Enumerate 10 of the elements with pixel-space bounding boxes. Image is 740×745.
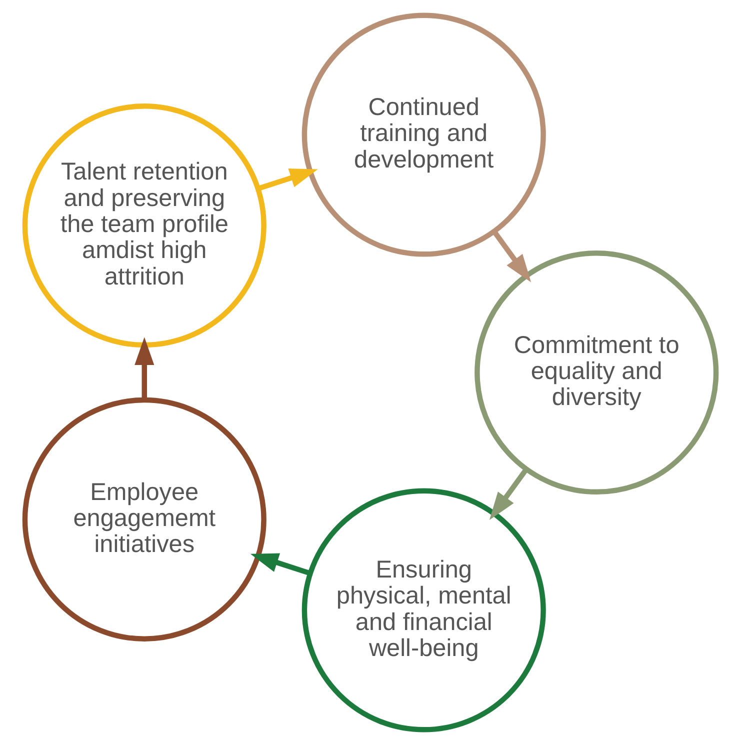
arrow bbox=[488, 468, 528, 520]
node-circle: Employee engagememt initiatives bbox=[22, 397, 266, 642]
node-circle: Talent retention and preserving the team profile amdist high attrition bbox=[22, 104, 266, 348]
arrow bbox=[492, 230, 531, 282]
arrow bbox=[250, 553, 310, 576]
node-circle: Commitment to equality and diversity bbox=[474, 250, 718, 495]
node-circle: Continued training and development bbox=[301, 12, 546, 257]
arrow bbox=[134, 337, 154, 400]
arrow bbox=[256, 168, 318, 192]
node-circle: Ensuring physical, mental and financial well-being bbox=[301, 488, 546, 732]
